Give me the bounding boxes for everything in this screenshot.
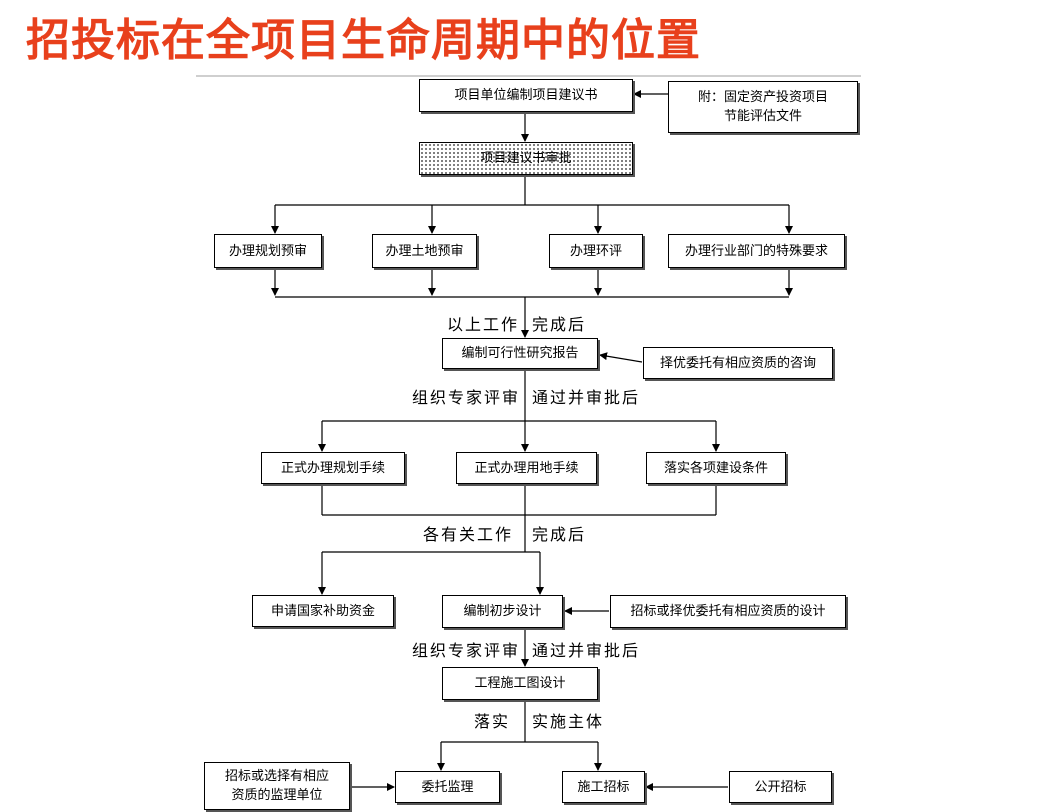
title-divider [196,75,861,77]
node-industry-requirements: 办理行业部门的特殊要求 [668,234,845,268]
node-supervision-unit-selection: 招标或选择有相应 资质的监理单位 [204,762,350,810]
node-construction-conditions: 落实各项建设条件 [646,452,786,484]
node-public-tender: 公开招标 [729,771,832,803]
node-land-prereview: 办理土地预审 [372,234,477,268]
label-done-2a: 各有关工作 [423,521,514,545]
node-preliminary-design: 编制初步设计 [442,595,563,628]
node-formal-planning: 正式办理规划手续 [261,452,405,484]
node-design-tender: 招标或择优委托有相应资质的设计 [610,595,846,628]
node-state-subsidy: 申请国家补助资金 [252,595,394,627]
label-review-1a: 组织专家评审 [412,384,521,408]
node-consulting-entrust: 择优委托有相应资质的咨询 [643,347,833,379]
label-done-1a: 以上工作 [447,311,520,335]
node-feasibility-study: 编制可行性研究报告 [442,338,598,369]
label-review-2a: 组织专家评审 [412,637,521,661]
label-done-1b: 完成后 [532,311,587,335]
node-construction-tender: 施工招标 [562,771,645,803]
page-title: 招投标在全项目生命周期中的位置 [26,15,701,66]
node-eia: 办理环评 [549,234,643,268]
node-planning-prereview: 办理规划预审 [214,234,322,268]
node-project-proposal: 项目单位编制项目建议书 [419,79,633,112]
node-entrust-supervision: 委托监理 [395,771,500,803]
node-formal-land: 正式办理用地手续 [456,452,597,484]
node-construction-drawing-design: 工程施工图设计 [442,667,598,700]
label-review-1b: 通过并审批后 [532,384,641,408]
label-impl-a: 落实 [474,708,511,732]
label-done-2b: 完成后 [532,521,587,545]
connector-consult [599,352,643,363]
label-impl-b: 实施主体 [532,708,605,732]
node-energy-assessment-attachment: 附：固定资产投资项目 节能评估文件 [668,81,858,133]
node-proposal-approval: 项目建议书审批 [419,142,633,175]
label-review-2b: 通过并审批后 [532,637,641,661]
